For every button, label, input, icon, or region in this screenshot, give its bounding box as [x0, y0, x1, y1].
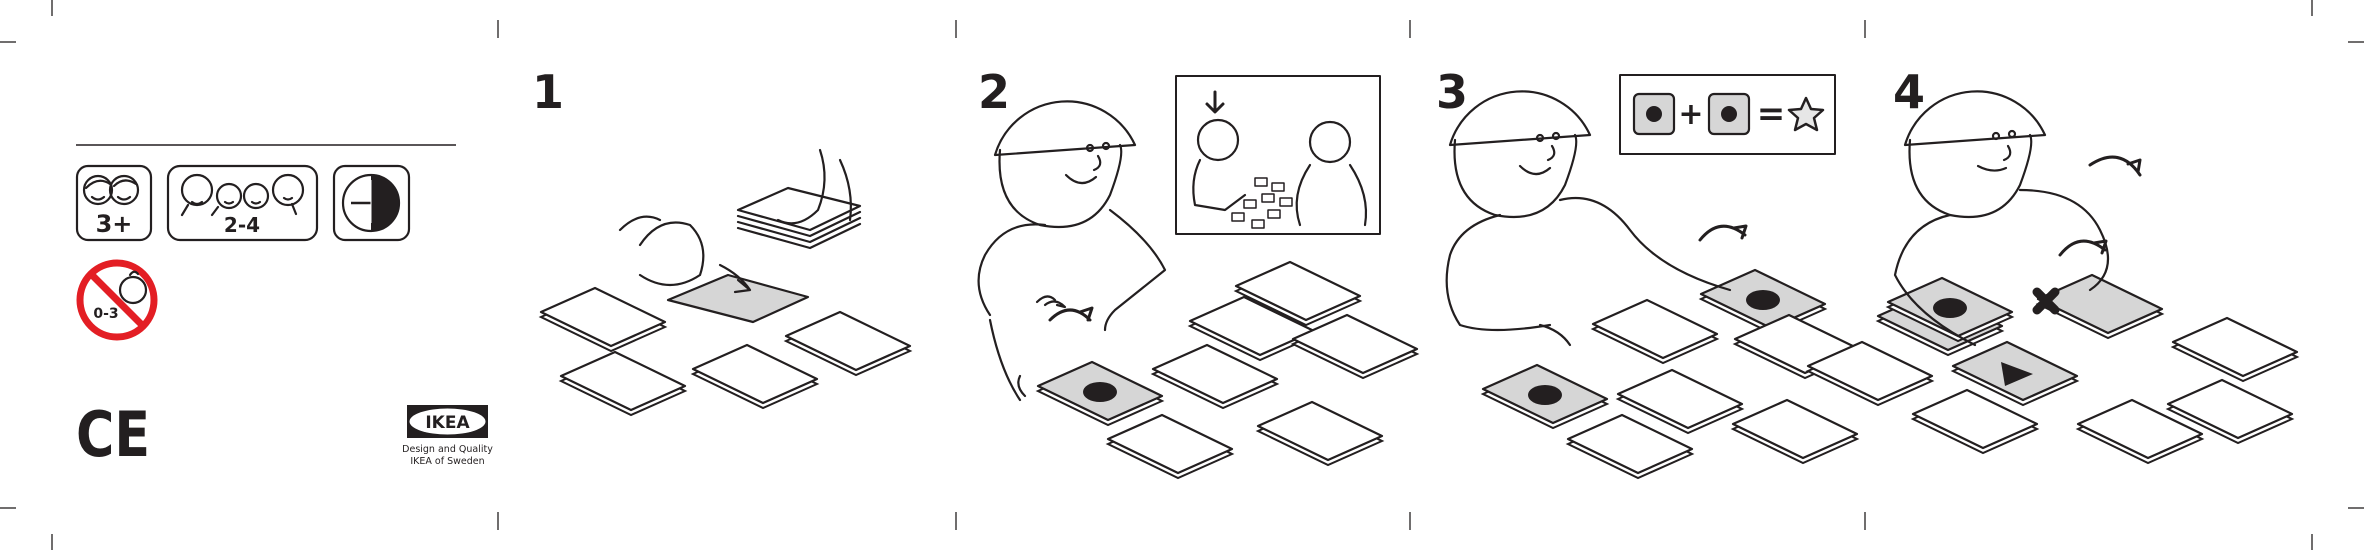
face-down-card: [783, 310, 913, 377]
face-down-card: [1150, 343, 1280, 410]
star-icon: [1787, 96, 1825, 132]
face-down-card: [1805, 340, 1935, 407]
face-up-card: [1480, 363, 1610, 430]
equation-equals: =: [1757, 94, 1786, 134]
dot-symbol: [1083, 382, 1117, 402]
step-1-illustration: [618, 148, 862, 324]
face-up-card: [1885, 276, 2015, 343]
logo-caption-line1: Design and Quality: [402, 444, 493, 455]
step-4-number: 4: [1893, 65, 1925, 119]
face-down-card: [2075, 398, 2205, 465]
face-down-card: [1590, 298, 1720, 365]
inset-scene: [1175, 75, 1381, 235]
players-badge-text: 2-4: [224, 213, 260, 237]
hand-placing-card: [618, 215, 705, 286]
face-down-card: [1290, 313, 1420, 380]
face-down-card: [1910, 388, 2040, 455]
info-panel: 3+ 2-4 0-3 CE: [75, 144, 493, 471]
family-faces-icon: [180, 173, 305, 217]
face-down-card: [1615, 368, 1745, 435]
arrow-icon: [718, 263, 752, 294]
dot-symbol: [1746, 290, 1780, 310]
face-down-card: [1565, 413, 1695, 480]
svg-text:CE: CE: [76, 398, 150, 471]
face-down-card: [690, 343, 820, 410]
age-badge: 3+: [75, 164, 153, 242]
step-3-number: 3: [1436, 65, 1468, 119]
players-badge: 2-4: [166, 164, 319, 242]
dot-symbol: [1933, 298, 1967, 318]
choking-hazard-warning-icon: 0-3: [76, 259, 158, 341]
face-down-card: [558, 350, 688, 417]
down-arrow-icon: [1205, 90, 1225, 114]
step-1-number: 1: [532, 65, 564, 119]
logo-caption-line2: IKEA of Sweden: [410, 456, 484, 467]
face-down-card: [2165, 378, 2295, 445]
step-4-illustration: [1893, 90, 2142, 347]
step-2-illustration: [977, 75, 1381, 402]
face-down-card: [2170, 316, 2300, 383]
face-down-card: [538, 286, 668, 353]
face-up-card: [2035, 273, 2165, 340]
flip-arrow-icon: [2058, 239, 2108, 257]
svg-text:IKEA: IKEA: [425, 413, 470, 433]
age-badge-text: 3+: [96, 210, 133, 238]
baby-face-icon: [118, 275, 148, 305]
card-stack: [736, 186, 862, 250]
triangle-symbol: [2001, 362, 2033, 386]
girl-figure: [977, 100, 1167, 402]
children-faces-icon: [82, 174, 140, 206]
face-down-card: [1255, 400, 1385, 467]
face-up-card: [1035, 360, 1165, 427]
flip-arrow-icon: [1048, 306, 1094, 322]
equation-plus: +: [1678, 97, 1703, 132]
clock-icon: [332, 164, 411, 242]
girl-figure: [1893, 90, 2110, 347]
face-up-card: [1950, 340, 2080, 407]
hand-holding-stack: [776, 148, 852, 225]
face-down-card: [1105, 413, 1235, 480]
match-equation: + =: [1619, 74, 1836, 155]
step-2-number: 2: [978, 65, 1010, 119]
face-down-card: [1233, 260, 1363, 327]
cards-layer: [538, 260, 2300, 480]
warning-age-text: 0-3: [93, 306, 118, 322]
step-3-illustration: + =: [1445, 74, 1836, 347]
girl-figure: [1445, 90, 1732, 347]
flip-arrow-icon: [1698, 224, 1748, 242]
dot-symbol: [1528, 385, 1562, 405]
flip-arrow-icon: [2088, 155, 2142, 177]
cross-symbol: [2032, 287, 2060, 315]
face-down-card: [1730, 398, 1860, 465]
ikea-logo: IKEA Design and Quality IKEA of Sweden: [402, 405, 493, 467]
ce-mark: CE: [76, 398, 150, 471]
placed-card-shadow: [666, 273, 810, 324]
